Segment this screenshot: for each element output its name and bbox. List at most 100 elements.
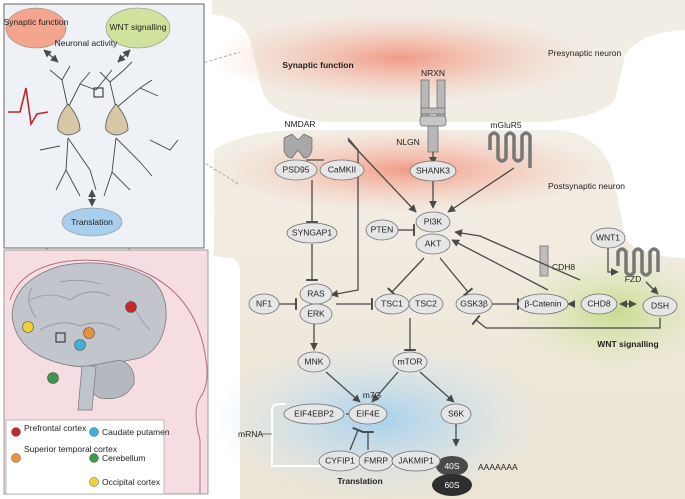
svg-text:ERK: ERK <box>307 308 325 318</box>
neuron-soma-right <box>105 103 129 136</box>
ribosome-60s <box>432 474 472 496</box>
dot-superior-temporal <box>83 327 95 339</box>
legend: Prefrontal cortex Superior temporal cort… <box>5 419 170 495</box>
node-nf1: NF1 <box>248 293 280 315</box>
legend-caudate: Caudate putamen <box>102 427 170 437</box>
inset-translation-label: Translation <box>71 217 113 227</box>
dot-prefrontal <box>125 301 137 313</box>
node-jakmip1: JAKMIP1 <box>391 450 441 472</box>
svg-text:mTOR: mTOR <box>398 356 423 366</box>
nmdar-receptor: NMDAR <box>283 119 316 159</box>
svg-text:FZD: FZD <box>625 274 642 284</box>
legend-occipital: Occipital cortex <box>102 477 161 487</box>
inset-wnt-label: WNT signalling <box>109 22 166 32</box>
svg-text:NMDAR: NMDAR <box>284 119 315 129</box>
ribosome: 40S 60S <box>432 456 472 496</box>
node-shank3: SHANK3 <box>409 160 457 182</box>
node-s6k: S6K <box>440 403 472 425</box>
svg-text:JAKMIP1: JAKMIP1 <box>398 455 434 465</box>
svg-text:60S: 60S <box>444 480 459 490</box>
svg-text:AAAAAAA: AAAAAAA <box>478 462 518 472</box>
node-eif4e: EIF4E <box>348 403 388 425</box>
brain-shape <box>11 262 167 368</box>
node-pten: PTEN <box>365 219 399 241</box>
synapse-zoom-box <box>93 87 104 98</box>
node-cyfip1: CYFIP1 <box>318 450 362 472</box>
neuron-dendrites <box>39 61 179 197</box>
node-tsc1: TSC1 <box>374 293 410 315</box>
svg-text:DSH: DSH <box>651 300 669 310</box>
nrxn-receptor: NRXN <box>420 68 446 121</box>
legend-prefrontal: Prefrontal cortex <box>24 423 87 433</box>
legend-cerebellum: Cerebellum <box>102 453 145 463</box>
mglur5-receptor: mGluR5 <box>488 120 532 168</box>
brain-zoom-box <box>55 332 66 343</box>
svg-text:CaMKII: CaMKII <box>328 164 356 174</box>
dot-caudate <box>74 339 86 351</box>
node-gsk3b: GSK3β <box>455 293 493 315</box>
node-camkii: CaMKII <box>319 159 365 181</box>
svg-text:CDH8: CDH8 <box>552 262 575 272</box>
node-tsc2: TSC2 <box>408 293 444 315</box>
fzd-receptor: FZD <box>616 247 660 284</box>
node-eif4ebp2: EIF4EBP2 <box>283 403 345 425</box>
node-erk: ERK <box>299 303 333 325</box>
head-outline <box>9 259 208 494</box>
svg-text:SYNGAP1: SYNGAP1 <box>292 227 332 237</box>
svg-text:m7G: m7G <box>363 390 381 400</box>
svg-text:CYFIP1: CYFIP1 <box>325 455 355 465</box>
svg-text:mGluR5: mGluR5 <box>490 120 521 130</box>
svg-text:40S: 40S <box>444 461 459 471</box>
brain-gyri <box>28 280 151 331</box>
svg-text:SHANK3: SHANK3 <box>416 165 450 175</box>
action-potential-trace <box>8 87 49 127</box>
svg-text:AKT: AKT <box>425 238 442 248</box>
svg-text:RAS: RAS <box>307 288 325 298</box>
svg-text:NRXN: NRXN <box>421 68 445 78</box>
node-bcatenin: β-Catenin <box>517 293 569 315</box>
svg-text:NF1: NF1 <box>256 298 272 308</box>
svg-text:MNK: MNK <box>305 356 324 366</box>
inset-neuronal-activity-label: Neuronal activity <box>55 38 119 48</box>
postsynaptic-neuron-label: Postsynaptic neuron <box>548 181 625 191</box>
node-mnk: MNK <box>297 351 331 373</box>
svg-text:TSC1: TSC1 <box>381 298 403 308</box>
node-fmrp: FMRP <box>358 450 394 472</box>
brain-panel: Prefrontal cortex Superior temporal cort… <box>3 249 209 495</box>
svg-text:CHD8: CHD8 <box>587 298 610 308</box>
svg-text:β-Catenin: β-Catenin <box>524 298 561 308</box>
presynaptic-neuron-label: Presynaptic neuron <box>548 48 622 58</box>
neuron-soma-left <box>57 103 81 136</box>
wnt-signalling-label: WNT signalling <box>597 339 658 349</box>
svg-text:S6K: S6K <box>448 408 464 418</box>
svg-text:PI3K: PI3K <box>424 216 443 226</box>
svg-text:TSC2: TSC2 <box>415 298 437 308</box>
svg-text:PSD95: PSD95 <box>283 164 310 174</box>
node-akt: AKT <box>415 233 451 255</box>
presynaptic-terminal <box>210 0 685 122</box>
inset-synaptic-label: Synaptic function <box>4 17 69 27</box>
brainstem <box>77 365 97 411</box>
svg-text:mRNA: mRNA <box>238 429 263 439</box>
node-chd8: CHD8 <box>580 293 618 315</box>
node-dsh: DSH <box>642 295 678 317</box>
svg-text:NLGN: NLGN <box>396 137 420 147</box>
inset-panel: Synaptic function WNT signalling Neurona… <box>3 3 205 249</box>
node-syngap1: SYNGAP1 <box>286 222 338 244</box>
node-pi3k: PI3K <box>415 211 451 233</box>
svg-text:EIF4EBP2: EIF4EBP2 <box>294 408 334 418</box>
synaptic-function-label: Synaptic function <box>282 60 353 70</box>
node-mtor: mTOR <box>392 351 428 373</box>
node-wnt1: WNT1 <box>590 227 626 249</box>
dot-cerebellum <box>47 372 59 384</box>
ribosome-40s <box>436 456 468 476</box>
svg-text:WNT1: WNT1 <box>596 232 620 242</box>
node-ras: RAS <box>299 283 333 305</box>
translation-label: Translation <box>337 476 382 486</box>
svg-text:FMRP: FMRP <box>364 455 388 465</box>
dot-occipital <box>22 321 34 333</box>
node-psd95: PSD95 <box>274 159 318 181</box>
svg-text:GSK3β: GSK3β <box>460 298 488 308</box>
legend-superior-temporal: Superior temporal cortex <box>24 444 118 454</box>
